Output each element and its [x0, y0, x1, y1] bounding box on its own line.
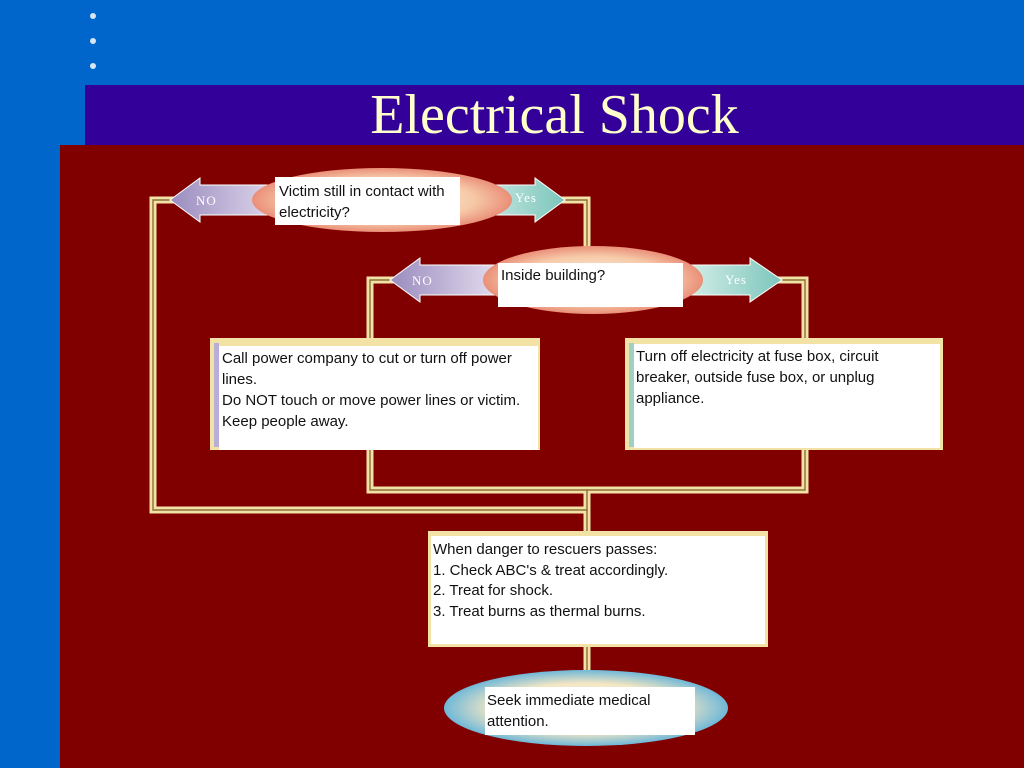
- action-text-line: 1. Check ABC's & treat accordingly.: [433, 562, 668, 579]
- action-box-outside: Call power company to cut or turn off po…: [210, 338, 540, 450]
- action-text-line: Turn off electricity at fuse box, circui…: [636, 348, 879, 365]
- q1-label: electricity?: [279, 204, 350, 221]
- action-text-line: 2. Treat for shock.: [433, 582, 553, 599]
- yes-label: Yes: [725, 272, 747, 287]
- decision-textbox: [498, 263, 683, 307]
- action-text-line: 3. Treat burns as thermal burns.: [433, 603, 646, 620]
- terminator-text-line: Seek immediate medical: [487, 692, 650, 709]
- bullet-dot: [90, 63, 96, 69]
- action-text-line: Keep people away.: [222, 413, 348, 430]
- decision-textbox: [275, 177, 460, 225]
- flowchart: NO Yes Victim still in contact with elec…: [149, 168, 943, 746]
- terminator-textbox: [485, 687, 695, 735]
- action-box-after: When danger to rescuers passes: 1. Check…: [428, 531, 768, 647]
- decision-q1: NO Yes Victim still in contact with elec…: [169, 168, 566, 232]
- action-textbox: [219, 346, 538, 450]
- action-textbox: [431, 536, 765, 644]
- action-textbox: [634, 344, 940, 448]
- flowchart-panel: NO Yes Victim still in contact with elec…: [60, 145, 1024, 768]
- action-text-line: appliance.: [636, 390, 704, 407]
- q2-label: Inside building?: [501, 267, 605, 284]
- action-text-line: breaker, outside fuse box, or unplug: [636, 369, 875, 386]
- connector-outside-down: [366, 446, 809, 494]
- connector-q2-no: [366, 276, 394, 349]
- terminator-text-line: attention.: [487, 713, 549, 730]
- bullet-dot: [90, 38, 96, 44]
- slide-title: Electrical Shock: [370, 84, 739, 146]
- action-text-line: lines.: [222, 371, 257, 388]
- action-box-inside: Turn off electricity at fuse box, circui…: [625, 338, 943, 450]
- connector-q2-yes: [776, 276, 809, 349]
- no-label: NO: [196, 193, 217, 208]
- no-label: NO: [412, 273, 433, 288]
- title-band: Electrical Shock: [85, 85, 1024, 145]
- connector-lines: [149, 196, 809, 677]
- action-text-line: Do NOT touch or move power lines or vict…: [222, 392, 520, 409]
- action-text-line: When danger to rescuers passes:: [433, 541, 657, 558]
- terminator-oval: Seek immediate medical attention.: [444, 670, 728, 746]
- connector-q1-yes: [561, 196, 591, 249]
- bullet-dot: [90, 13, 96, 19]
- yes-label: Yes: [515, 190, 537, 205]
- q1-label: Victim still in contact with: [279, 183, 445, 200]
- action-text-line: Call power company to cut or turn off po…: [222, 350, 512, 367]
- decision-q2: NO Yes Inside building?: [389, 246, 783, 314]
